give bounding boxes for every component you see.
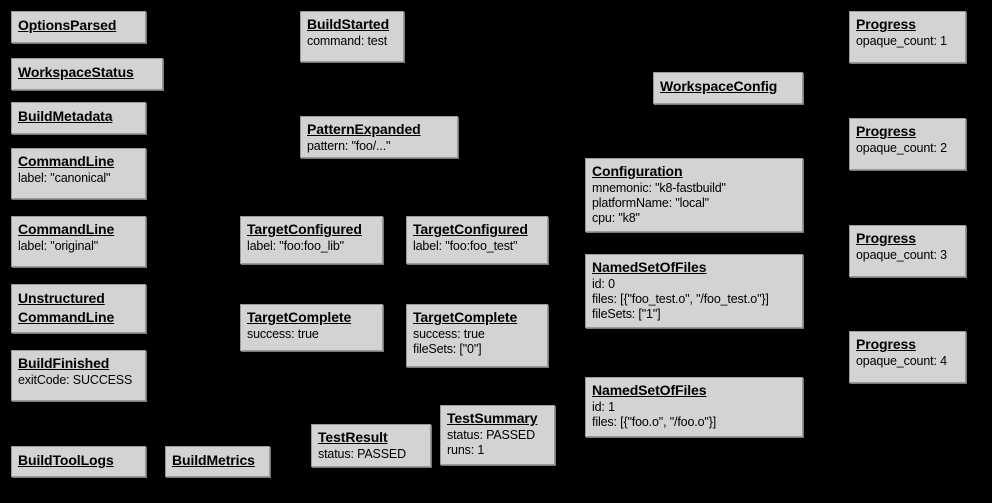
node-progress-4[interactable]: Progress opaque_count: 4 (849, 331, 966, 383)
node-title: CommandLine (18, 221, 115, 237)
node-title: BuildMetrics (172, 452, 255, 468)
node-field: mnemonic: "k8-fastbuild" (592, 181, 726, 195)
node-fields: opaque_count: 1 (856, 34, 959, 49)
node-fields: exitCode: SUCCESS (18, 373, 139, 388)
node-field: pattern: "foo/..." (307, 139, 391, 153)
node-build-tool-logs[interactable]: BuildToolLogs (11, 446, 146, 477)
node-fields: opaque_count: 2 (856, 141, 959, 156)
node-command-line-original[interactable]: CommandLine label: "original" (11, 216, 146, 267)
node-field: label: "canonical" (18, 171, 111, 185)
node-field: fileSets: ["0"] (413, 342, 482, 356)
node-build-metrics[interactable]: BuildMetrics (165, 446, 270, 477)
node-title: BuildMetadata (18, 108, 113, 124)
node-target-configured-foo-lib[interactable]: TargetConfigured label: "foo:foo_lib" (240, 216, 383, 264)
node-field: id: 0 (592, 277, 615, 291)
node-title: BuildFinished (18, 355, 110, 371)
node-test-result[interactable]: TestResult status: PASSED (311, 424, 431, 467)
node-title: TargetComplete (247, 309, 352, 325)
node-title: NamedSetOfFiles (592, 259, 707, 275)
node-field: platformName: "local" (592, 196, 709, 210)
node-options-parsed[interactable]: OptionsParsed (11, 11, 146, 43)
node-field: id: 1 (592, 400, 615, 414)
node-title: TestSummary (447, 410, 538, 426)
node-fields: label: "foo:foo_test" (413, 239, 541, 254)
node-title: Unstructured CommandLine (18, 290, 115, 325)
node-progress-1[interactable]: Progress opaque_count: 1 (849, 11, 966, 63)
node-target-configured-foo-test[interactable]: TargetConfigured label: "foo:foo_test" (406, 216, 548, 264)
node-field: status: PASSED (447, 428, 535, 442)
node-build-started[interactable]: BuildStarted command: test (300, 11, 404, 62)
node-field: fileSets: ["1"] (592, 307, 661, 321)
node-pattern-expanded[interactable]: PatternExpanded pattern: "foo/..." (300, 116, 458, 158)
node-title: WorkspaceStatus (18, 64, 134, 80)
node-title: Progress (856, 230, 916, 246)
node-title: Progress (856, 123, 916, 139)
node-progress-2[interactable]: Progress opaque_count: 2 (849, 118, 966, 170)
node-field: exitCode: SUCCESS (18, 373, 133, 387)
node-field: label: "original" (18, 239, 98, 253)
node-title: TargetConfigured (247, 221, 362, 237)
node-title: NamedSetOfFiles (592, 382, 707, 398)
node-progress-3[interactable]: Progress opaque_count: 3 (849, 225, 966, 277)
node-field: runs: 1 (447, 443, 485, 457)
node-title: PatternExpanded (307, 121, 421, 137)
node-workspace-config[interactable]: WorkspaceConfig (653, 72, 803, 104)
node-field: files: [{"foo.o", "/foo.o"}] (592, 415, 717, 429)
node-field: opaque_count: 4 (856, 354, 947, 368)
node-field: success: true (413, 327, 485, 341)
node-title: OptionsParsed (18, 17, 117, 33)
node-fields: opaque_count: 3 (856, 248, 959, 263)
node-field: opaque_count: 2 (856, 141, 947, 155)
node-field: status: PASSED (318, 447, 406, 461)
node-title: Configuration (592, 163, 683, 179)
node-title: WorkspaceConfig (660, 78, 778, 94)
node-field: success: true (247, 327, 319, 341)
node-fields: mnemonic: "k8-fastbuild"platformName: "l… (592, 181, 796, 226)
node-build-finished[interactable]: BuildFinished exitCode: SUCCESS (11, 350, 146, 401)
node-field: command: test (307, 34, 388, 48)
node-workspace-status[interactable]: WorkspaceStatus (11, 58, 163, 90)
node-field: opaque_count: 3 (856, 248, 947, 262)
node-title: TargetComplete (413, 309, 518, 325)
node-title: BuildStarted (307, 16, 390, 32)
node-fields: opaque_count: 4 (856, 354, 959, 369)
node-field: opaque_count: 1 (856, 34, 947, 48)
node-title: Progress (856, 336, 916, 352)
node-title: TestResult (318, 429, 388, 445)
node-fields: status: PASSED (318, 447, 424, 462)
node-unstructured-command-line[interactable]: Unstructured CommandLine (11, 284, 146, 333)
node-build-metadata[interactable]: BuildMetadata (11, 102, 146, 134)
node-fields: label: "original" (18, 239, 139, 254)
node-title: Progress (856, 16, 916, 32)
node-configuration[interactable]: Configuration mnemonic: "k8-fastbuild"pla… (585, 158, 803, 232)
node-title: BuildToolLogs (18, 452, 114, 468)
node-title: CommandLine (18, 153, 115, 169)
node-fields: success: true (247, 327, 376, 342)
node-command-line-canonical[interactable]: CommandLine label: "canonical" (11, 148, 146, 199)
node-title: TargetConfigured (413, 221, 528, 237)
node-target-complete-lib[interactable]: TargetComplete success: true (240, 304, 383, 351)
node-fields: pattern: "foo/..." (307, 139, 451, 154)
node-field: label: "foo:foo_lib" (247, 239, 344, 253)
node-fields: label: "foo:foo_lib" (247, 239, 376, 254)
node-fields: command: test (307, 34, 397, 49)
node-field: label: "foo:foo_test" (413, 239, 518, 253)
node-field: files: [{"foo_test.o", "/foo_test.o"}] (592, 292, 769, 306)
node-fields: label: "canonical" (18, 171, 139, 186)
node-field: cpu: "k8" (592, 211, 640, 225)
